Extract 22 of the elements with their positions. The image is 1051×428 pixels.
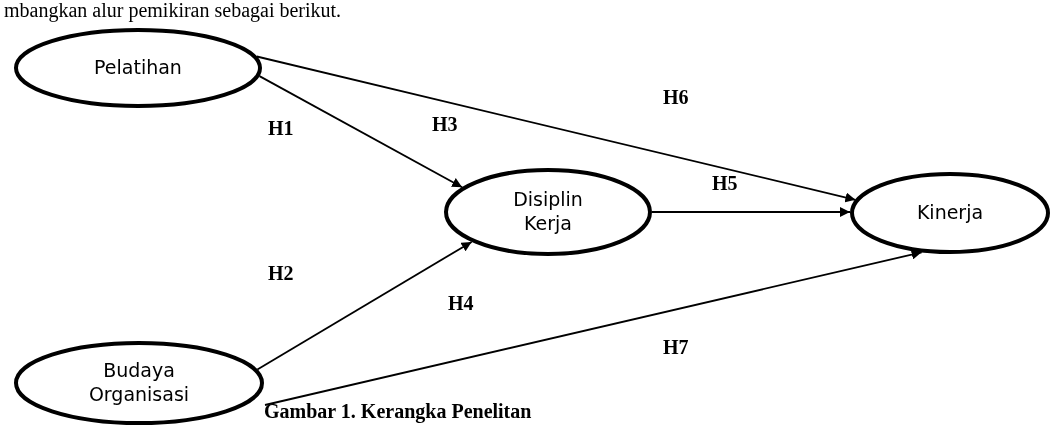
arrow — [255, 55, 857, 203]
ellipse-node — [14, 28, 262, 108]
hypothesis-label: H3 — [432, 113, 458, 136]
arrow — [256, 241, 473, 371]
hypothesis-label: H4 — [448, 292, 474, 315]
hypothesis-label: H2 — [268, 262, 294, 285]
hypothesis-label: H1 — [268, 117, 294, 140]
hypothesis-label: H5 — [712, 172, 738, 195]
arrow — [651, 207, 851, 217]
ellipse-node — [14, 341, 264, 425]
ellipse-node — [444, 168, 652, 256]
hypothesis-label: H7 — [663, 336, 689, 359]
arrow — [264, 249, 923, 406]
node-label: Pelatihan — [94, 56, 182, 80]
node-label: Kinerja — [916, 201, 984, 225]
hypothesis-label: H6 — [663, 86, 689, 109]
node-label: Budaya Organisasi — [87, 359, 191, 407]
body-text: mbangkan alur pemikiran sebagai berikut. — [4, 0, 342, 20]
figure-caption: Gambar 1. Kerangka Penelitan — [264, 400, 532, 423]
arrow — [258, 75, 463, 189]
ellipse-node — [850, 172, 1050, 254]
node-label: Disiplin Kerja — [512, 188, 584, 236]
